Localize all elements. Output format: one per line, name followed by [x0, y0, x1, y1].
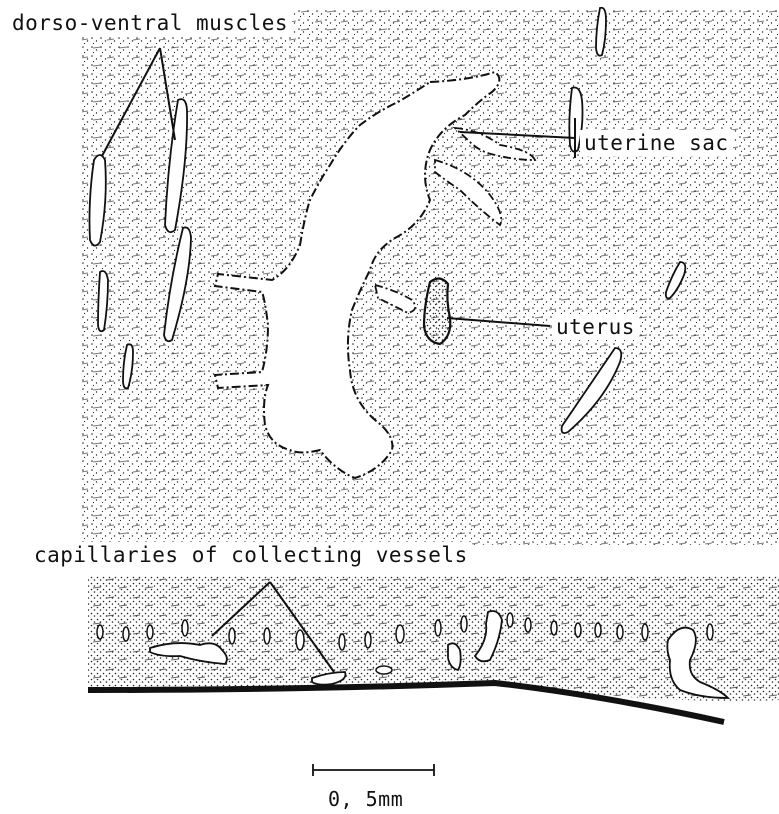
capillary	[595, 623, 601, 637]
capillary	[365, 632, 371, 648]
capillary	[461, 616, 467, 632]
capillary	[97, 625, 103, 639]
scale-label: 0, 5mm	[324, 786, 407, 812]
capillary	[396, 625, 404, 643]
label-uterus: uterus	[552, 314, 639, 340]
capillary	[376, 666, 392, 674]
capillary	[147, 625, 153, 639]
label-capillaries: capillaries of collecting vessels	[30, 542, 472, 568]
label-uterine-sac: uterine sac	[580, 130, 733, 156]
capillary	[707, 624, 713, 640]
capillary	[575, 623, 581, 637]
capillary	[507, 613, 513, 627]
capillary	[525, 618, 531, 632]
capillary	[617, 625, 623, 639]
capillary	[182, 620, 188, 636]
capillary	[642, 624, 648, 640]
capillary	[551, 621, 557, 635]
uterus	[424, 278, 450, 344]
capillary	[229, 628, 235, 644]
capillary	[435, 620, 441, 636]
label-dorso-ventral-muscles: dorso-ventral muscles	[8, 10, 292, 36]
capillary	[123, 627, 129, 641]
capillary	[296, 630, 304, 650]
scale-bar	[313, 764, 434, 776]
capillary	[264, 628, 270, 644]
capillary	[339, 634, 345, 650]
